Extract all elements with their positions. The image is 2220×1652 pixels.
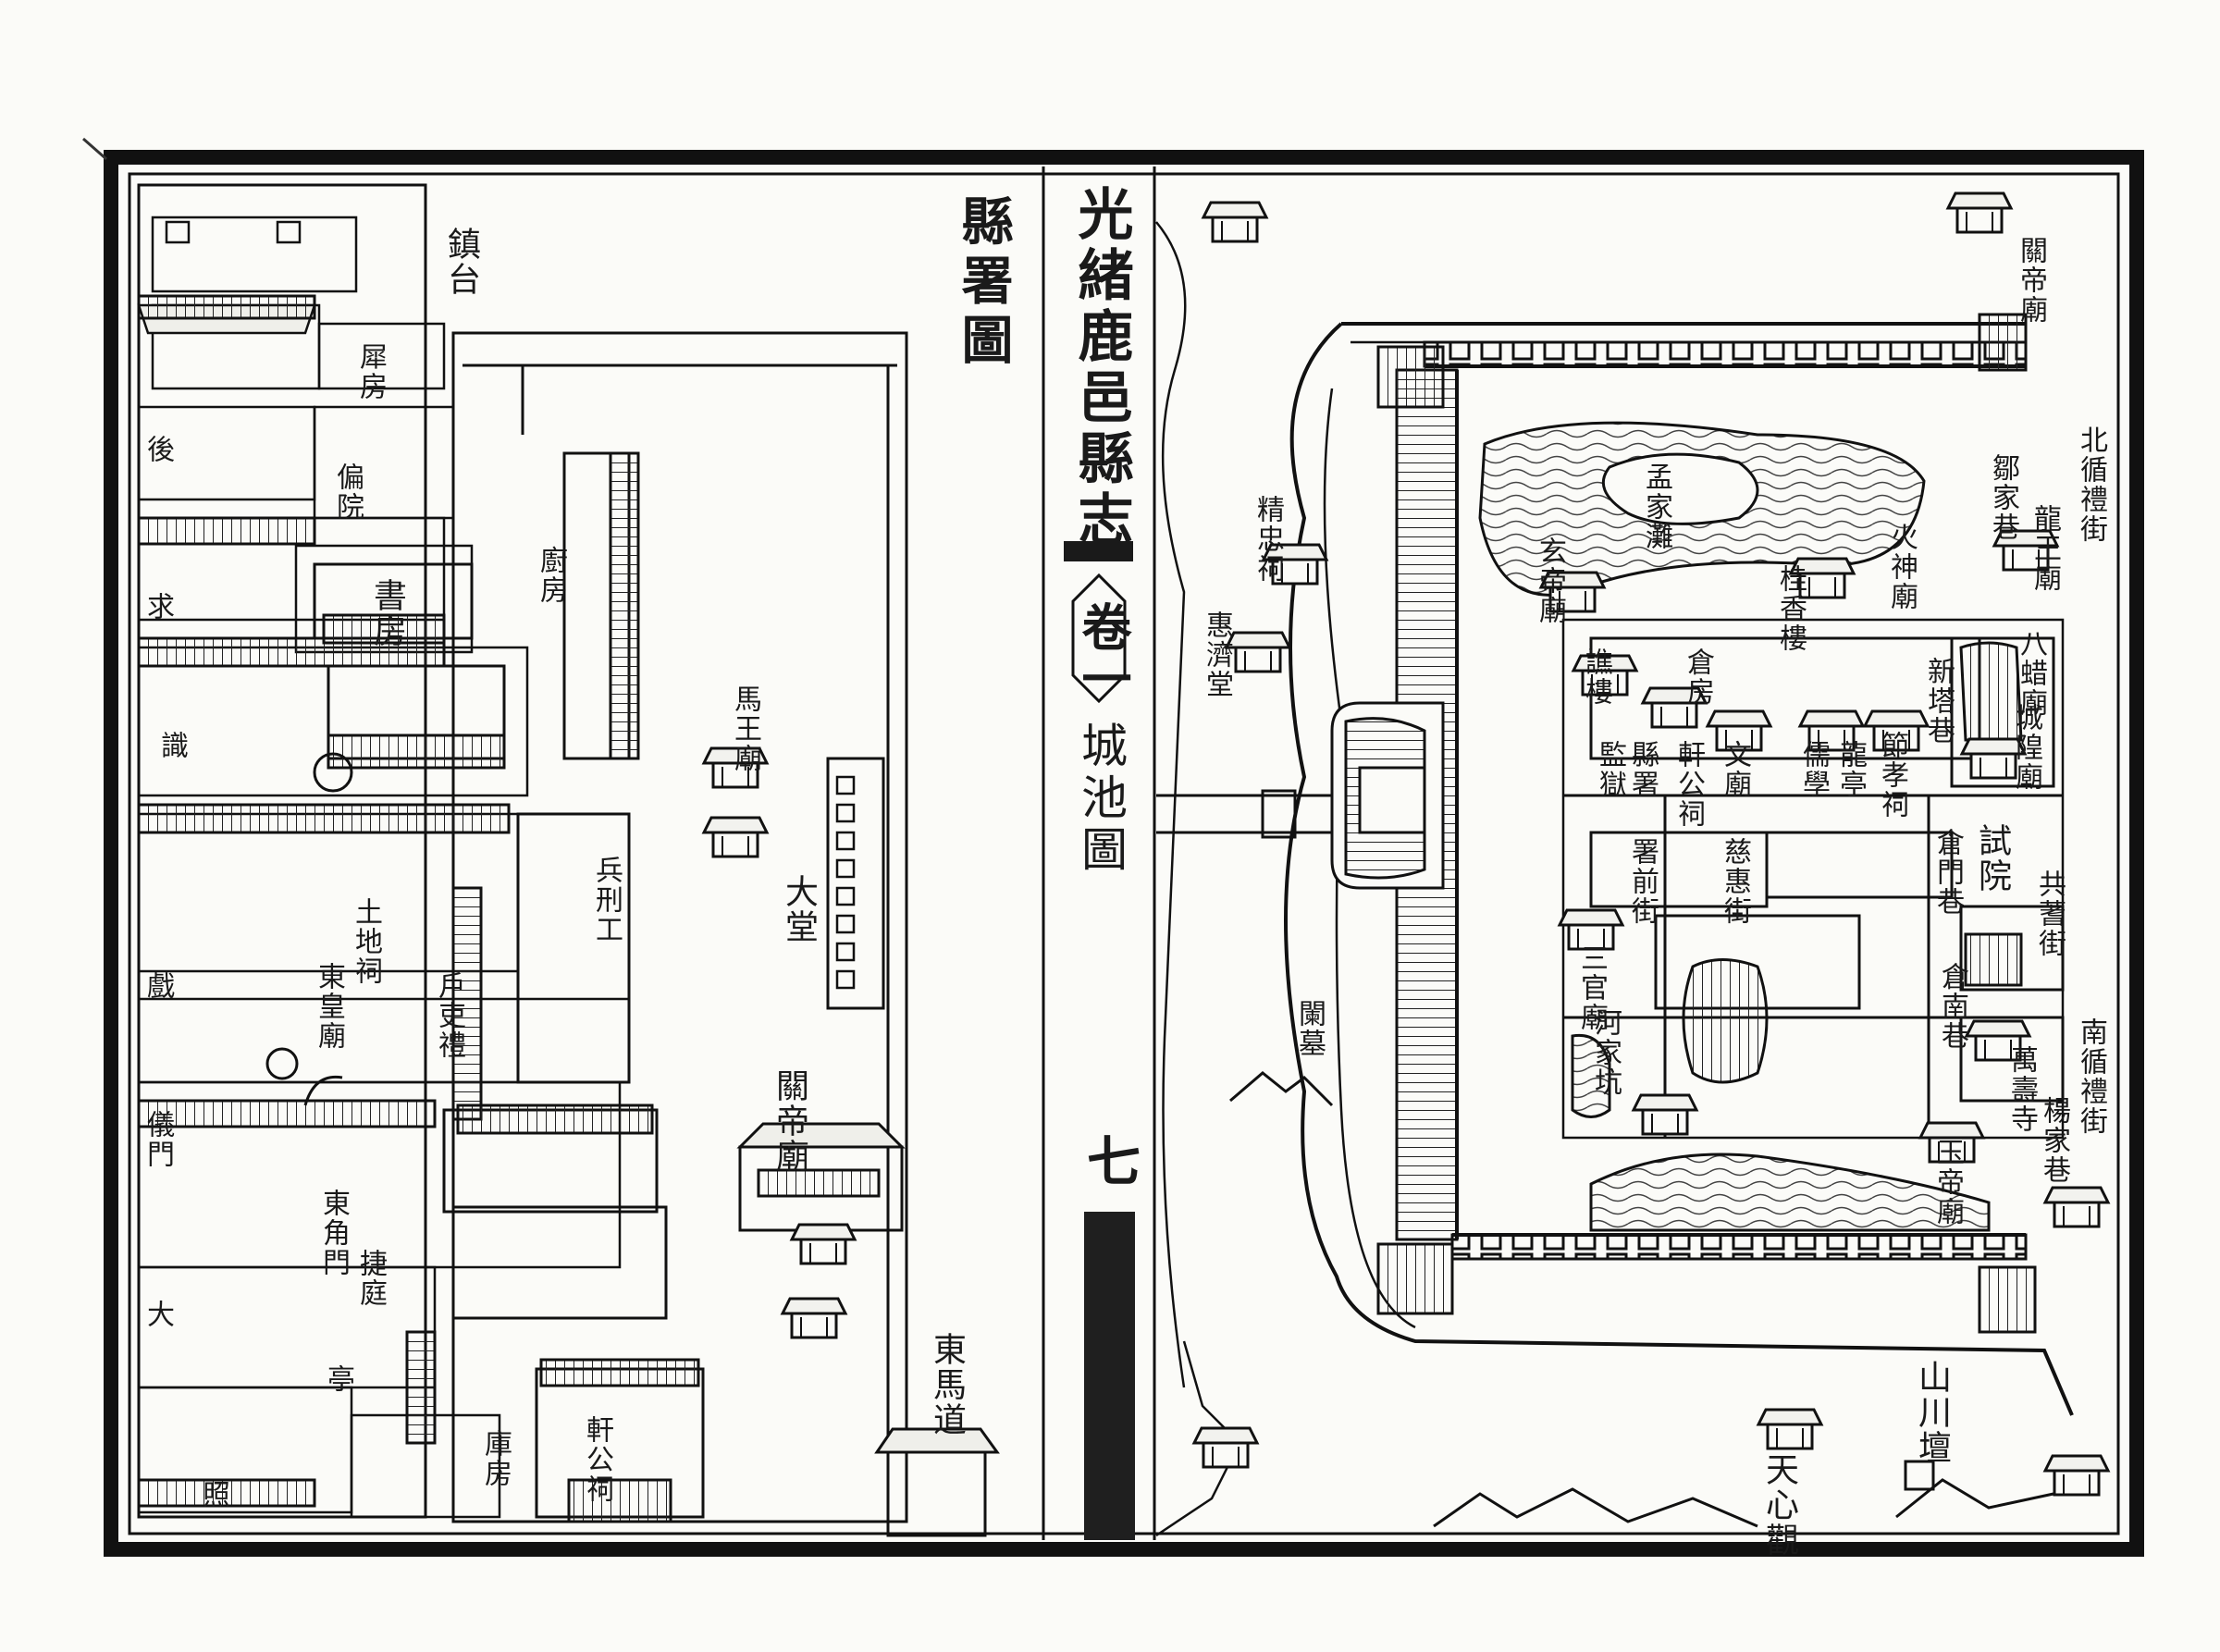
label-ci-hui-jie: 慈惠街 (1719, 837, 1751, 926)
label-da-xian-ting: 大 (142, 1300, 174, 1329)
label-guard-house: 鎮台 (442, 227, 480, 297)
label-wan-shou-si: 萬壽寺 (2005, 1045, 2038, 1134)
label-shi-yuan: 試院 (1973, 823, 2011, 894)
left-map-title: 縣署圖 (953, 194, 1014, 372)
label-pian-yuan: 偏院 (331, 462, 364, 522)
label-qiu: 求 (142, 592, 174, 622)
label-huo-shen-miao: 火神廟 (1885, 523, 1918, 611)
label-yu-di-miao: 玉帝廟 (1931, 1138, 1964, 1227)
label-tian-xin-guan: 天心觀 (1760, 1452, 1798, 1558)
volume-label: 卷一 (1073, 601, 1132, 705)
label-zhao: 照 (197, 1480, 229, 1510)
label-da-tang: 大堂 (780, 874, 818, 944)
label-jing-zhong-ci: 精忠祠 (1252, 495, 1284, 584)
label-dian-fang: 犀房 (354, 342, 387, 401)
label-hu-li: 戶吏禮 (433, 971, 465, 1060)
label-tu-di-ci: 土地祠 (350, 897, 382, 986)
label-gong-cao-jie: 共蓍街 (2033, 869, 2066, 958)
label-ba-zha-miao: 八蜡廟 (2015, 629, 2047, 718)
label-ting-lou: 譙樓 (1580, 647, 1612, 707)
label-long-ting: 龍亭 (1834, 740, 1867, 799)
label-wen-miao: 文廟 (1719, 740, 1751, 799)
label-bei-fang: 庫房 (479, 1429, 512, 1488)
label-san-guan-miao: 三官廟 (1575, 943, 1608, 1032)
label-hou: 後 (142, 435, 174, 464)
label-shu-fang: 書房 (368, 578, 406, 648)
label-shan-chuan-tan: 山川壇 (1913, 1360, 1951, 1465)
label-lan-mu: 闌墓 (1293, 999, 1326, 1058)
city-walls-map (1155, 191, 2110, 1537)
book-title: 光緒鹿邑縣志 (1068, 185, 1133, 551)
label-xi: 戲 (142, 971, 174, 1001)
page-number: 七 (1078, 1133, 1141, 1189)
label-jie-xiao: 節孝祠 (1876, 731, 1908, 820)
label-cang-nan-xiang: 倉南巷 (1936, 962, 1968, 1051)
label-xuan-gong-ci: 軒公祠 (581, 1415, 613, 1504)
label-jie-shi: 捷庭 (354, 1249, 387, 1308)
label-dong-ma-dao: 東馬道 (928, 1332, 966, 1437)
label-shu-qian-jie: 署前街 (1626, 837, 1659, 926)
label-zhou-fang: 廚房 (535, 546, 567, 605)
label-xian-shu: 縣署 (1626, 740, 1659, 799)
label-xuan-di-miao: 玄帝廟 (1534, 536, 1566, 625)
scan-edge-mark (82, 137, 107, 161)
county-office-map (137, 183, 1000, 1537)
label-yang-jia-xiang: 楊家巷 (2038, 1096, 2070, 1185)
label-bei-xun-li-jie: 北循禮街 (2075, 425, 2107, 544)
label-cang-fang: 倉房 (1682, 647, 1714, 707)
label-hui-ji-tang: 惠濟堂 (1201, 610, 1233, 699)
label-shi: 識 (155, 731, 188, 760)
label-jian-yu: 監獄 (1594, 740, 1626, 799)
label-long-wang-miao: 龍王廟 (2029, 504, 2061, 593)
label-nan-xun-li-jie: 南循禮街 (2075, 1017, 2107, 1136)
label-gui-xiang-lou: 桂香樓 (1774, 564, 1807, 653)
label-bing-xing: 兵刑工 (590, 856, 623, 944)
label-he-jia-keng: 河家坑 (1589, 1008, 1622, 1097)
label-dong-huang: 東皇廟 (313, 962, 345, 1051)
label-dong-jiao-men: 東角門 (317, 1189, 350, 1277)
label-xuan-gong-ci-r: 軒公祠 (1672, 740, 1705, 829)
label-ru-xue: 儒學 (1797, 740, 1830, 799)
label-xin-ta-xiang: 新塔巷 (1922, 657, 1955, 746)
label-zou-jia-xiang: 鄒家巷 (1987, 453, 2019, 542)
label-yi-men: 儀門 (142, 1110, 174, 1169)
label-ting: 亭 (322, 1364, 354, 1394)
label-meng-jia-tan: 孟家灘 (1640, 462, 1672, 551)
book-spine (1042, 166, 1156, 1540)
label-cang-men-xiang: 倉門巷 (1931, 828, 1964, 917)
label-guan-di-miao-ne: 關帝廟 (2015, 236, 2047, 325)
right-map-title: 城池圖 (1074, 721, 1128, 877)
label-ma-wang-miao: 馬王廟 (729, 684, 761, 773)
label-guan-di-miao: 關帝廟 (771, 1068, 808, 1174)
label-cheng-huang-miao: 城隍廟 (2010, 703, 2042, 792)
